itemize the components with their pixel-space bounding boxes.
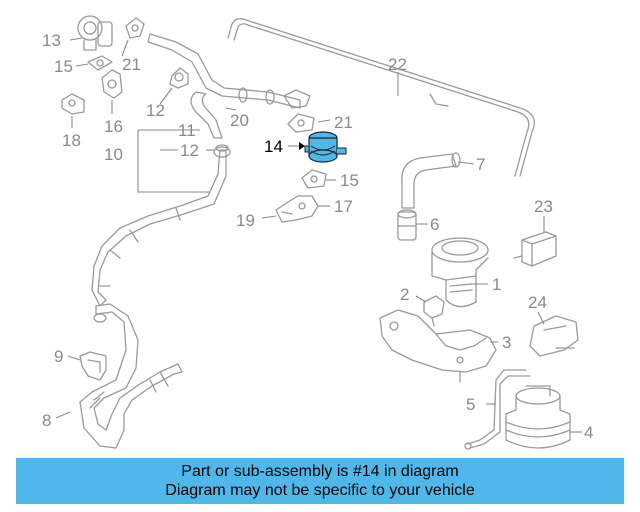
label-8: 8 (42, 411, 51, 430)
filter-canister-4 (505, 385, 571, 449)
pipe-5 (464, 369, 531, 450)
label-6: 6 (430, 215, 439, 234)
label-19: 19 (236, 211, 255, 230)
label-24: 24 (528, 293, 547, 312)
gasket-21a (125, 17, 145, 39)
hose-7 (401, 152, 461, 209)
label-15b: 15 (340, 171, 359, 190)
label-11: 11 (178, 121, 196, 140)
label-20: 20 (230, 111, 249, 130)
part-labels: 13 15 21 16 18 12 11 10 12 20 14 21 15 1… (42, 31, 593, 442)
label-7: 7 (476, 155, 485, 174)
valve-23 (513, 231, 557, 267)
label-18: 18 (62, 131, 81, 150)
mount-bracket-3 (379, 309, 497, 383)
bracket-24 (529, 315, 579, 357)
hose-8 (79, 303, 183, 449)
label-16: 16 (104, 117, 123, 136)
bracket-16 (101, 69, 123, 99)
banner-line-2: Diagram may not be specific to your vehi… (165, 482, 475, 499)
gasket-15a (87, 55, 113, 71)
bracket-9 (79, 351, 107, 381)
label-3: 3 (502, 333, 511, 352)
hose-assembly-20 (147, 33, 311, 139)
air-pump-1 (431, 237, 489, 308)
label-14: 14 (264, 137, 283, 156)
bracket-17 (275, 195, 319, 223)
label-12b: 12 (180, 141, 199, 160)
label-12a: 12 (146, 101, 165, 120)
label-23: 23 (534, 197, 553, 216)
label-15a: 15 (54, 57, 73, 76)
parts-diagram: 13 15 21 16 18 12 11 10 12 20 14 21 15 1… (42, 15, 593, 450)
label-17: 17 (334, 197, 353, 216)
breather-pipe-22 (227, 18, 535, 177)
label-13: 13 (42, 31, 61, 50)
plate-18 (61, 93, 85, 115)
label-10: 10 (104, 145, 123, 164)
leader-lines (55, 37, 582, 433)
banner-line-1: Part or sub-assembly is #14 in diagram (181, 463, 459, 480)
valve-13 (77, 15, 113, 51)
sensor-2 (423, 295, 445, 327)
sensor-12a (169, 67, 189, 89)
connector-6 (397, 209, 417, 241)
info-banner: Part or sub-assembly is #14 in diagram D… (16, 458, 624, 504)
gasket-15b (301, 169, 327, 189)
vertical-hose (91, 144, 231, 307)
gasket-21b (287, 113, 315, 133)
label-4: 4 (584, 423, 593, 442)
label-5: 5 (466, 395, 475, 414)
part-14-highlighted (304, 131, 347, 163)
label-21a: 21 (122, 55, 141, 74)
label-22: 22 (388, 55, 407, 74)
label-21b: 21 (334, 113, 353, 132)
label-2: 2 (400, 285, 409, 304)
label-1: 1 (492, 275, 501, 294)
label-9: 9 (54, 347, 63, 366)
